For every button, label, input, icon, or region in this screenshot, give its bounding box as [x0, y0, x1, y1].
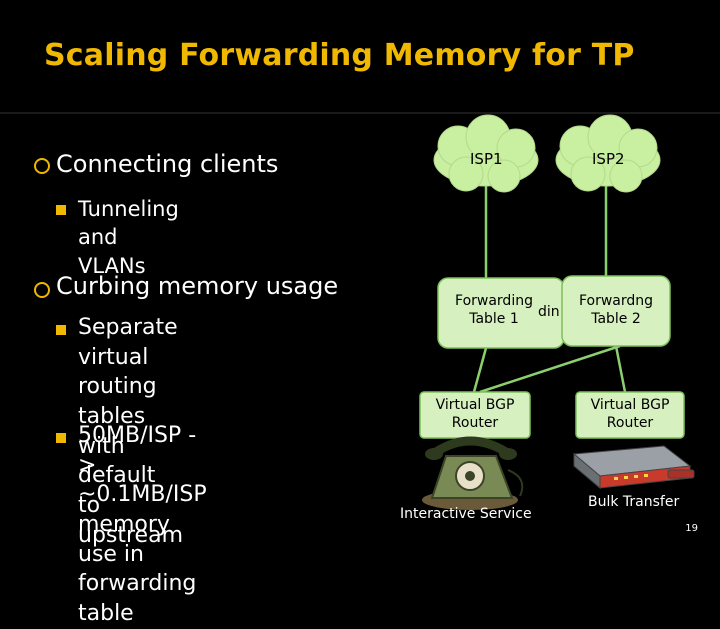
isp2-label: ISP2: [592, 150, 625, 168]
bullet-square-icon: [56, 325, 66, 335]
label-line: Router: [451, 415, 499, 432]
virtual-bgp-router-2-box: [575, 391, 685, 439]
label-line: Router: [606, 415, 654, 432]
virtual-bgp-router-1-label: Virtual BGP Router: [420, 396, 530, 432]
title-bar: Scaling Forwarding Memory for TP: [0, 0, 720, 114]
link-ft2-vbgp1: [479, 344, 621, 394]
isp2-cloud-icon: [555, 114, 661, 193]
bullet-line: table: [78, 601, 134, 627]
network-device-icon: [572, 445, 695, 490]
isp1-cloud-icon: [433, 114, 539, 193]
label-line: Forwardng: [578, 293, 654, 309]
label-line: Virtual BGP: [435, 397, 515, 413]
forwarding-table-2-box: [561, 275, 671, 347]
forwarding-table-1-label: Forwarding Table 1: [444, 292, 544, 328]
isp1-label: ISP1: [470, 150, 503, 168]
label-line: Virtual BGP: [590, 397, 670, 413]
bullet-square-icon: [56, 205, 66, 215]
link-ft1-vbgp1: [472, 347, 488, 393]
interactive-service-caption: Interactive Service: [400, 506, 532, 522]
bullet-connecting: Connecting clients: [56, 150, 279, 178]
forwarding-table-2-label: Forwardng Table 2: [566, 292, 666, 328]
label-line: Table 1: [469, 311, 519, 328]
link-ft2-vbgp2: [614, 345, 627, 393]
virtual-bgp-router-2-label: Virtual BGP Router: [576, 396, 684, 432]
bullet-line: Separate virtual routing: [78, 315, 178, 400]
hidden-table-fragment: din: [538, 304, 560, 320]
bulk-transfer-caption: Bulk Transfer: [588, 494, 680, 510]
bullet-ring-icon: [34, 282, 50, 298]
bullet-line: tables with default to: [78, 404, 156, 519]
label-line: Forwarding: [455, 293, 533, 309]
bullet-curbing: Curbing memory usage: [56, 272, 339, 300]
bullet-square-icon: [56, 433, 66, 443]
page-number: 19: [685, 523, 698, 534]
bullet-line: 50MB/ISP -> ~0.1MB/ISP: [78, 423, 207, 508]
label-line: Table 2: [591, 311, 641, 328]
telephone-icon: [422, 436, 524, 510]
bullet-separate-tables: Separate virtual routing tables with def…: [78, 313, 183, 551]
bullet-ring-icon: [34, 158, 50, 174]
slide-title: Scaling Forwarding Memory for TP: [44, 38, 635, 73]
bullet-tunneling: Tunneling and VLANs: [78, 197, 179, 278]
network-diagram: [419, 114, 695, 510]
